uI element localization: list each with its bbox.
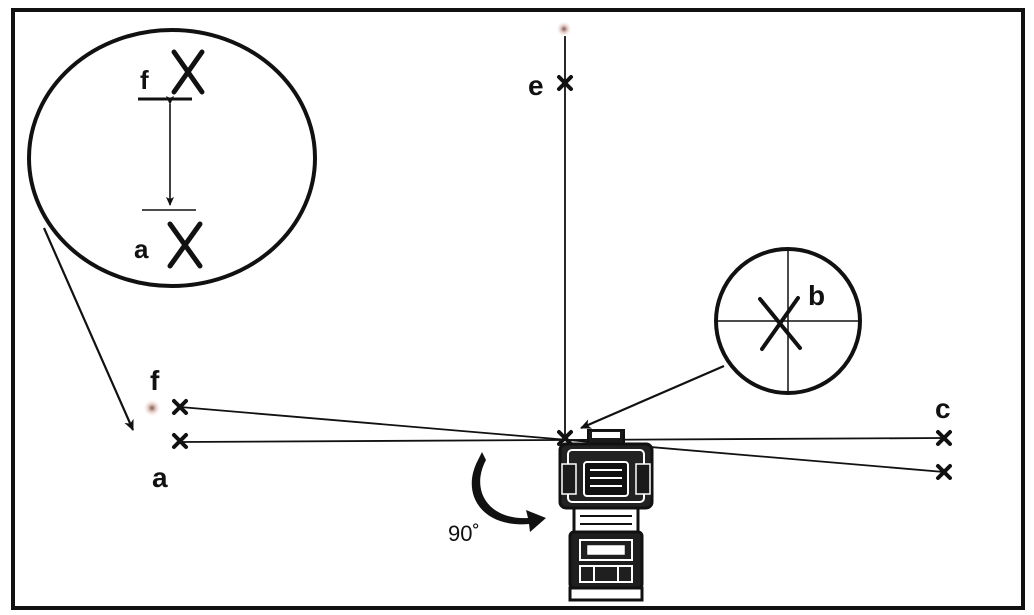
inset-cross-a xyxy=(167,221,203,269)
cross-mark-f xyxy=(172,399,188,415)
cross-mark-b xyxy=(557,430,573,446)
cross-mark-d xyxy=(936,464,952,480)
cross-mark-c xyxy=(936,430,952,446)
inset-cross-b xyxy=(758,296,802,351)
inset-ellipse xyxy=(27,28,317,288)
label-b: b xyxy=(808,280,825,311)
label-a: a xyxy=(152,462,168,493)
label-c: c xyxy=(935,393,951,424)
cross-mark-a xyxy=(172,433,188,449)
curved-arrow-icon xyxy=(471,452,546,532)
inset-label-f: f xyxy=(140,65,149,95)
laser-dot-top xyxy=(556,21,572,37)
laser-level-device xyxy=(558,429,654,602)
inset-label-a: a xyxy=(134,234,149,264)
laser-dot-left xyxy=(143,399,161,417)
rotation-label: 90˚ xyxy=(448,521,480,546)
zoom-inset-b: b xyxy=(714,247,862,395)
inset-b-pointer-arrow xyxy=(580,364,725,430)
label-f: f xyxy=(150,365,160,396)
zoom-inset-fa: f a xyxy=(27,28,317,288)
label-e: e xyxy=(528,70,544,101)
inset-pointer-arrow xyxy=(42,227,135,431)
inset-cross-f xyxy=(171,49,205,95)
cross-mark-e xyxy=(557,75,573,91)
